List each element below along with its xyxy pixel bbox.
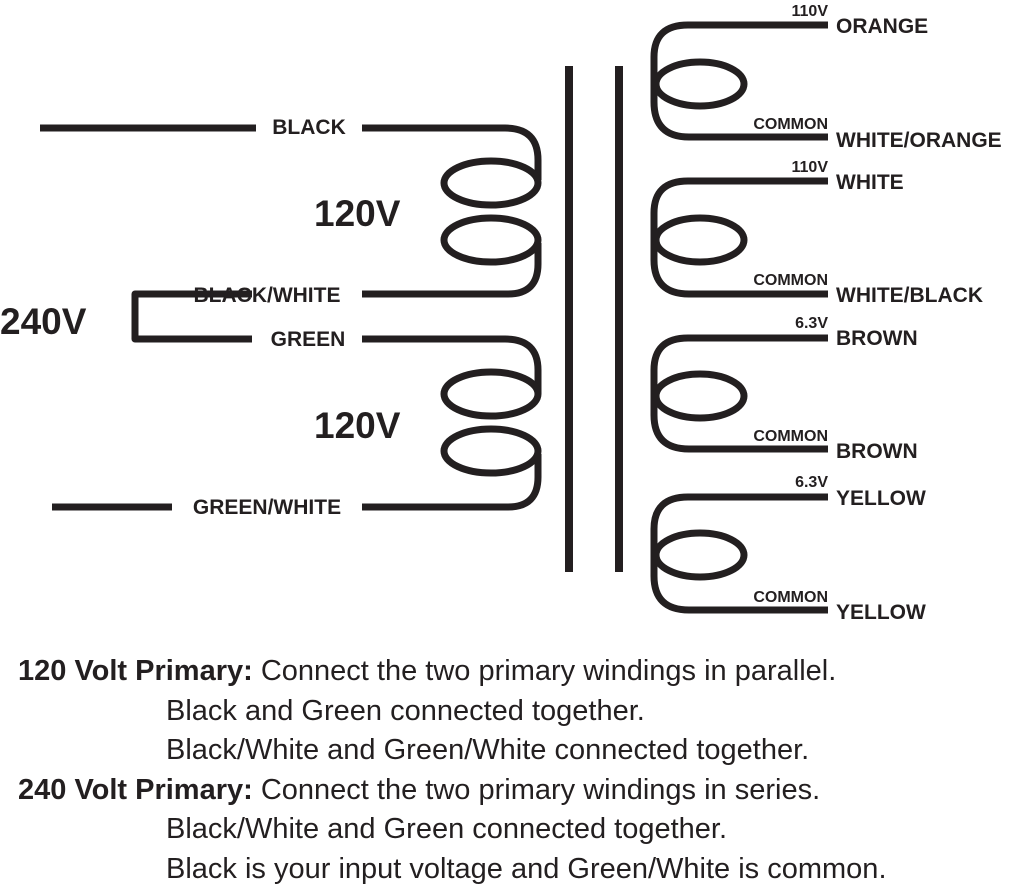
label-black-white: BLACK/WHITE [194,284,341,307]
jumper-240v [131,290,252,343]
wire-black-right [362,124,542,180]
lead-bottom-3: BROWN [836,440,918,463]
wire-green-right [362,335,542,394]
secondary-1-loop [652,58,748,110]
tap-top-2: 110V [792,159,829,176]
tap-bottom-2: COMMON [753,272,828,289]
primary-bottom-loop-1 [440,368,542,420]
label-240v: 240V [0,301,87,342]
tap-bottom-3: COMMON [753,428,828,445]
tap-top-1: 110V [792,3,829,20]
lead-top-3: BROWN [836,327,918,350]
wire-green-white-right [362,454,542,511]
note-120v-text: Connect the two primary windings in para… [252,655,837,687]
primary-bottom-loop-2 [440,425,542,477]
secondary-2-loop [652,214,748,266]
label-green: GREEN [271,328,346,351]
note-240v-line-3: Black is your input voltage and Green/Wh… [166,852,887,885]
secondary-4-loop [652,529,748,581]
label-primary-bottom-voltage: 120V [314,405,401,446]
note-240v-heading: 240 Volt Primary: [18,773,253,806]
label-primary-top-voltage: 120V [314,193,401,234]
note-240v-line-1: 240 Volt Primary: Connect the two primar… [18,771,1018,811]
tap-bottom-4: COMMON [753,589,828,606]
secondary-winding-1 [650,21,828,141]
secondary-winding-4 [650,493,828,614]
note-120v-heading: 120 Volt Primary: [18,655,253,687]
primary-winding-top [40,124,542,343]
label-black: BLACK [272,116,346,139]
primary-top-loop-1 [440,157,542,209]
note-240v-text: Connect the two primary windings in seri… [252,773,821,806]
lead-top-1: ORANGE [836,15,928,38]
lead-bottom-4: YELLOW [836,601,926,624]
wire-black-white-right [362,243,542,298]
transformer-wiring-diagram: BLACK 120V BLACK/WHITE 240V GREEN 120V G… [0,3,1002,624]
tap-top-4: 6.3V [795,474,828,491]
secondary-winding-3 [650,334,828,453]
lead-top-4: YELLOW [836,487,926,510]
secondary-3-loop [652,370,748,422]
tap-top-3: 6.3V [795,315,828,332]
lead-bottom-2: WHITE/BLACK [836,284,983,307]
lead-top-2: WHITE [836,171,904,194]
note-120v-line-1: 120 Volt Primary: Connect the two primar… [18,652,1018,692]
label-green-white: GREEN/WHITE [193,496,341,519]
note-240v-line-2: Black/White and Green connected together… [166,813,728,845]
primary-winding-bottom [52,335,542,511]
note-120v-line-3: Black/White and Green/White connected to… [166,734,810,766]
lead-bottom-1: WHITE/ORANGE [836,129,1002,152]
secondary-winding-2 [650,177,828,298]
tap-bottom-1: COMMON [753,116,828,133]
primary-top-loop-2 [440,214,542,266]
wiring-instructions: 120 Volt Primary: Connect the two primar… [18,652,1018,889]
note-120v-line-2: Black and Green connected together. [166,694,645,727]
